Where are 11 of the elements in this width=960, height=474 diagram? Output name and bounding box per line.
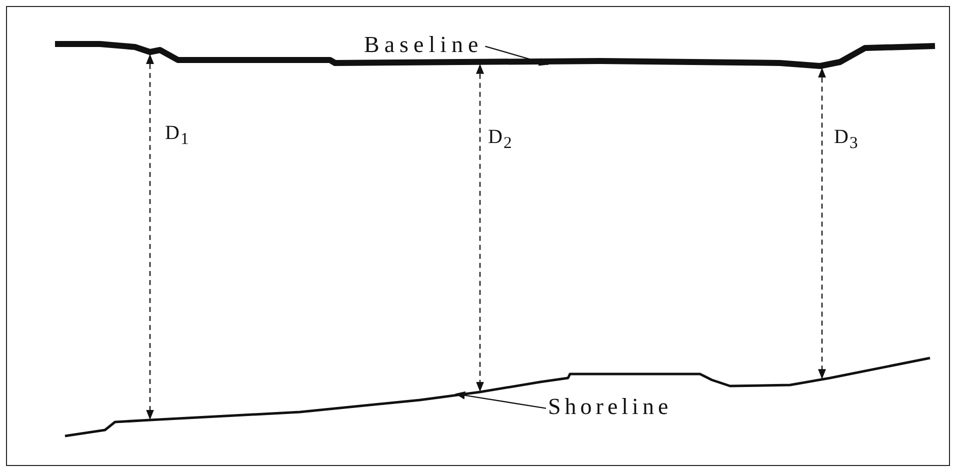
line-label: Shoreline [548,394,672,420]
edge-label: D$_{3}$ [834,126,859,153]
shoreline-line [64,356,930,438]
distance-arrow [476,64,484,392]
edge-label: D$_{2}$ [488,126,513,153]
distance-arrow [146,54,154,420]
line-label: Baseline [364,32,484,58]
leader-arrow [485,46,549,66]
leader-arrow [455,391,546,409]
distance-arrow [818,68,826,380]
edge-label: D$_{1}$ [165,122,190,149]
